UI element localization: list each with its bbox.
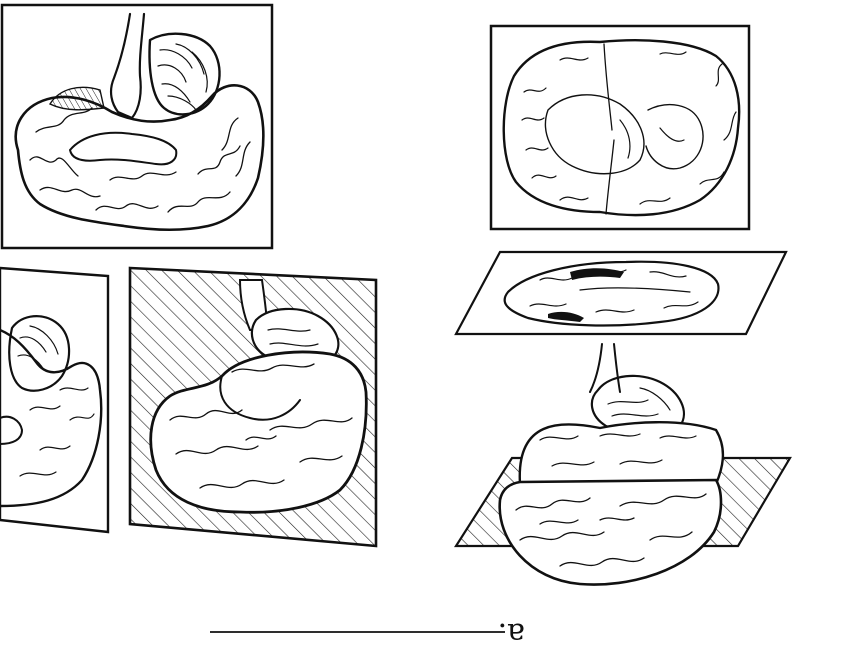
brain-with-hatched-plane bbox=[456, 344, 790, 585]
partial-sagittal-panel bbox=[0, 268, 108, 532]
sagittal-section-panel bbox=[2, 5, 272, 248]
panel-label: a. bbox=[498, 616, 525, 651]
coronal-hatched-plane bbox=[130, 268, 376, 546]
horizontal-section-panel bbox=[491, 26, 749, 229]
tilted-section-plane bbox=[456, 252, 786, 334]
panel-label-group: a. bbox=[210, 616, 525, 651]
